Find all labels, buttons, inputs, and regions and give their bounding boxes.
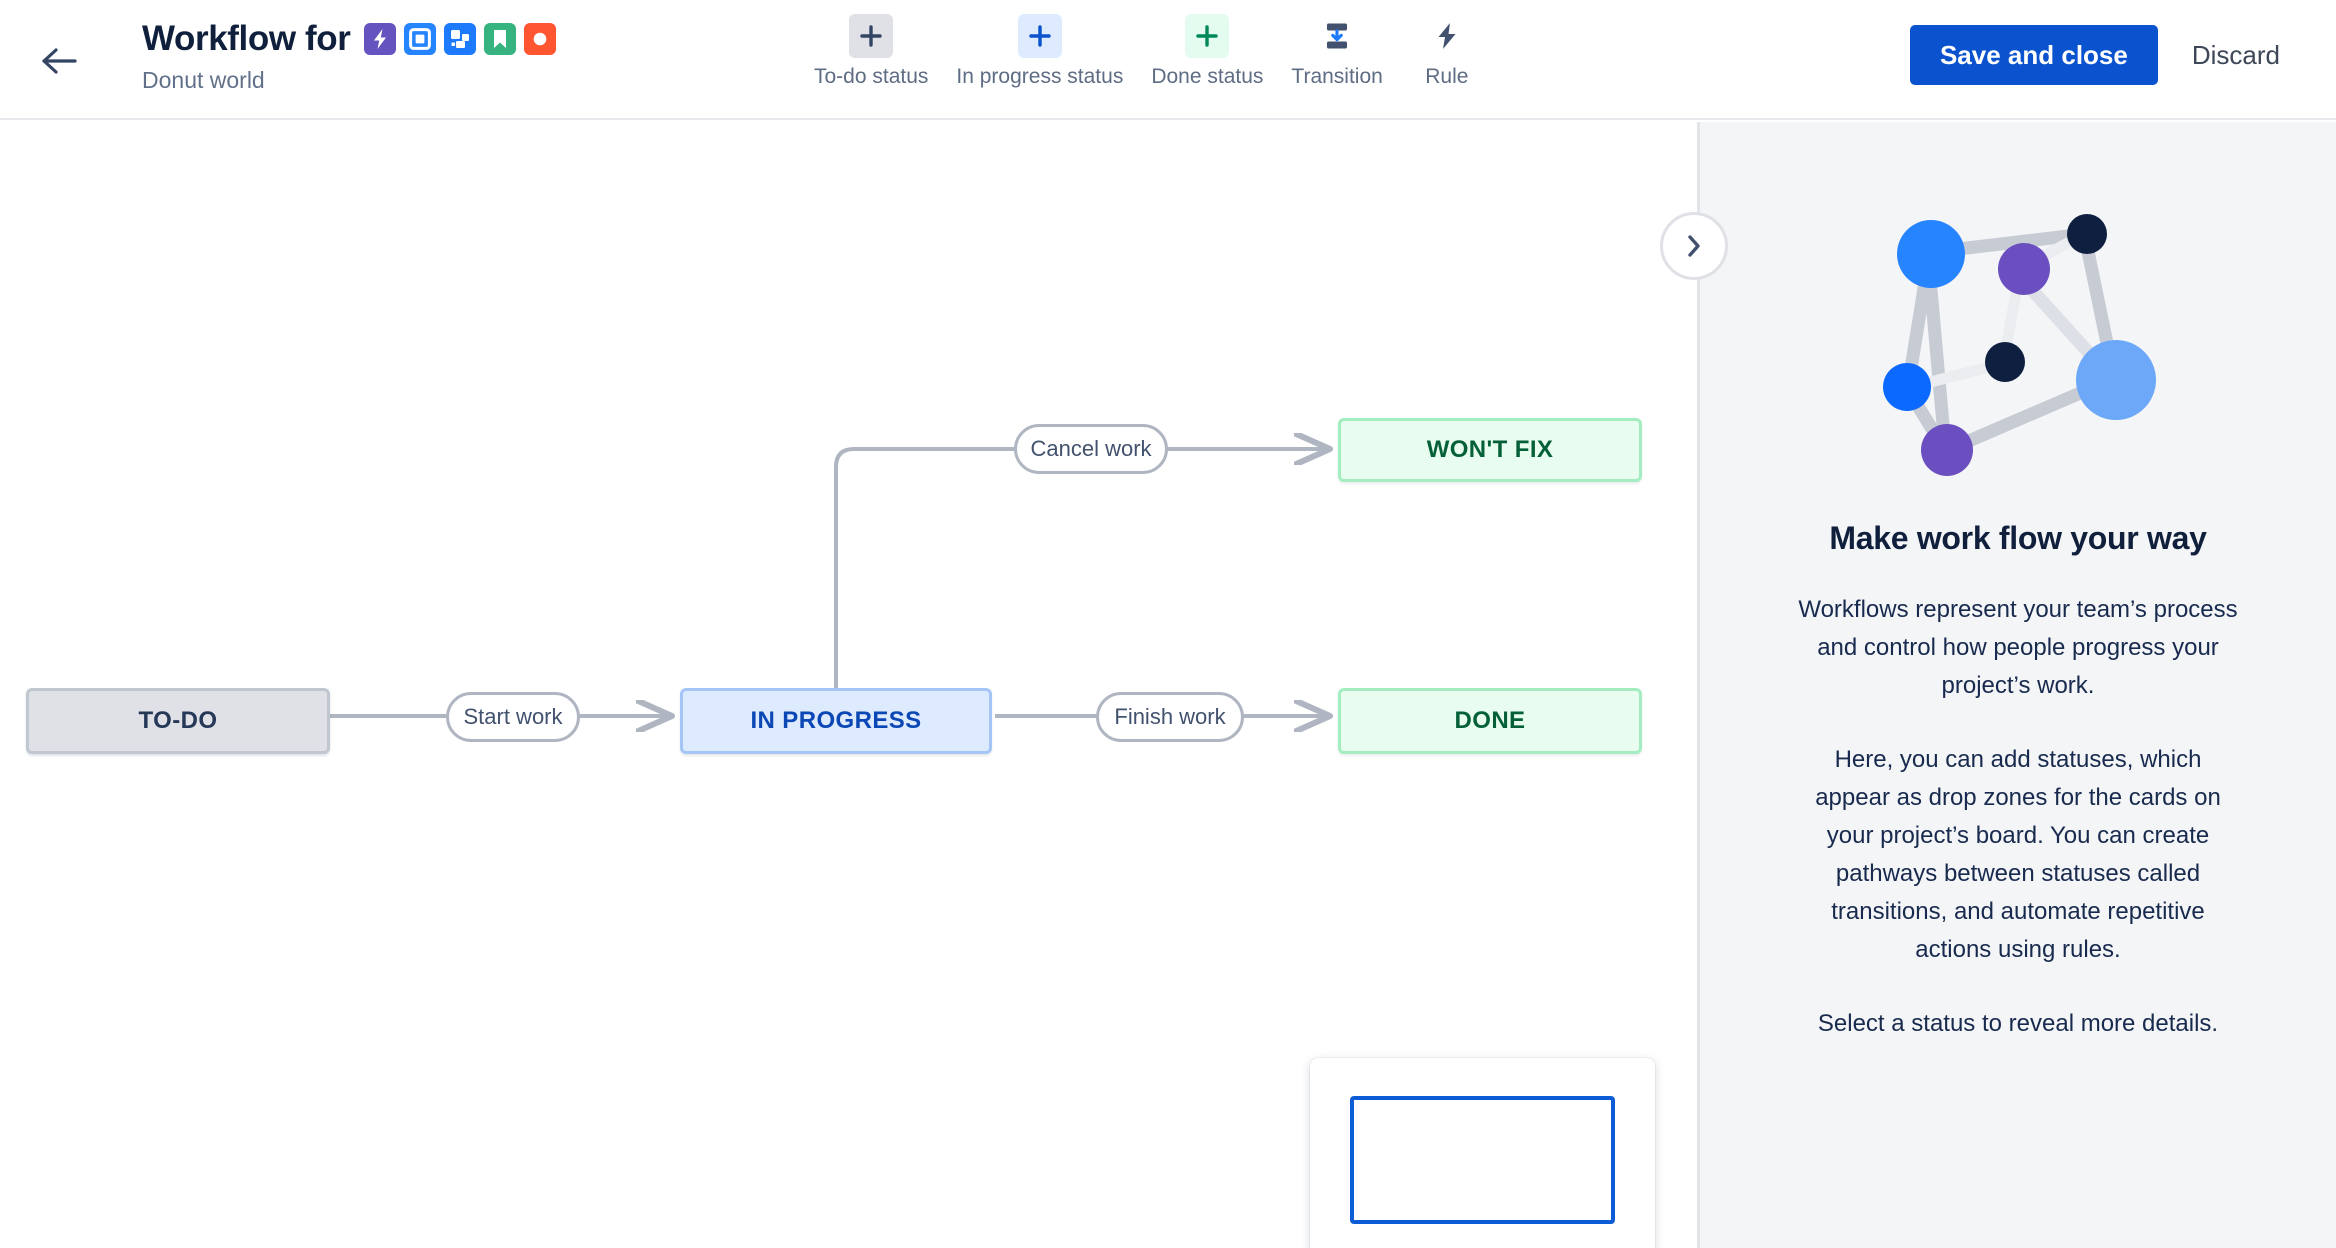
minimap-viewport-rect[interactable] [1350, 1096, 1615, 1224]
info-side-panel: Make work flow your way Workflows repres… [1697, 122, 2336, 1248]
panel-paragraph-1: Workflows represent your team’s process … [1798, 596, 2238, 699]
status-node-wont-fix[interactable]: WON'T FIX [1338, 418, 1642, 482]
add-transition-button[interactable]: Transition [1277, 14, 1396, 90]
transition-label: Cancel work [1030, 436, 1152, 461]
tool-label: To-do status [814, 65, 929, 88]
status-node-label: IN PROGRESS [750, 707, 922, 734]
app-header: Workflow for [0, 0, 2336, 120]
transition-label: Finish work [1114, 704, 1226, 729]
add-in-progress-status-button[interactable]: In progress status [942, 14, 1137, 90]
jira-work-management-icon[interactable] [444, 23, 477, 55]
canvas-minimap[interactable] [1310, 1058, 1655, 1248]
panel-collapse-button[interactable] [1660, 212, 1728, 280]
tool-label: Rule [1425, 65, 1469, 88]
opsgenie-icon[interactable] [524, 23, 557, 55]
plus-icon [1185, 14, 1230, 58]
jira-product-discovery-icon[interactable] [484, 23, 517, 55]
jira-service-management-icon[interactable] [364, 23, 397, 55]
bolt-icon [1425, 14, 1469, 58]
workflow-canvas[interactable]: TO-DO IN PROGRESS DONE WON'T FIX Start w… [0, 122, 1694, 1248]
tool-label: Transition [1291, 65, 1383, 88]
status-node-in-progress[interactable]: IN PROGRESS [680, 688, 992, 754]
tool-label: Done status [1151, 65, 1264, 88]
plus-icon [1017, 14, 1062, 58]
page-title: Workflow for [142, 19, 351, 58]
workflow-subtitle: Donut world [142, 67, 265, 93]
transition-icon [1315, 14, 1359, 58]
arrow-left-icon [42, 48, 77, 74]
transition-cancel-work[interactable]: Cancel work [1014, 424, 1168, 474]
header-actions: Save and close Discard [1909, 25, 2300, 85]
status-node-todo[interactable]: TO-DO [26, 688, 330, 754]
jira-software-icon[interactable] [404, 23, 437, 55]
chevron-right-icon [1688, 235, 1700, 257]
status-node-done[interactable]: DONE [1338, 688, 1642, 754]
add-rule-button[interactable]: Rule [1397, 14, 1497, 90]
back-button[interactable] [36, 38, 82, 84]
panel-paragraph-2: Here, you can add statuses, which appear… [1815, 746, 2221, 963]
status-node-label: TO-DO [138, 707, 218, 734]
add-done-status-button[interactable]: Done status [1137, 14, 1277, 90]
product-icon-group [364, 23, 557, 55]
transition-start-work[interactable]: Start work [446, 692, 580, 742]
plus-icon [849, 14, 894, 58]
workflow-edges [330, 122, 1694, 1248]
workflow-title-block: Workflow for [142, 18, 557, 94]
discard-button[interactable]: Discard [2172, 25, 2300, 85]
status-node-label: DONE [1454, 707, 1526, 734]
transition-label: Start work [463, 704, 563, 729]
workflow-network-illustration [1883, 214, 2156, 476]
panel-paragraph-3: Select a status to reveal more details. [1817, 1010, 2219, 1037]
add-todo-status-button[interactable]: To-do status [800, 14, 942, 90]
tool-label: In progress status [956, 65, 1124, 88]
save-and-close-button[interactable]: Save and close [1909, 25, 2158, 85]
panel-heading: Make work flow your way [1829, 520, 2207, 556]
status-node-label: WON'T FIX [1426, 436, 1554, 463]
transition-finish-work[interactable]: Finish work [1096, 692, 1244, 742]
workflow-toolbar: To-do status In progress status Done sta… [800, 14, 1497, 90]
